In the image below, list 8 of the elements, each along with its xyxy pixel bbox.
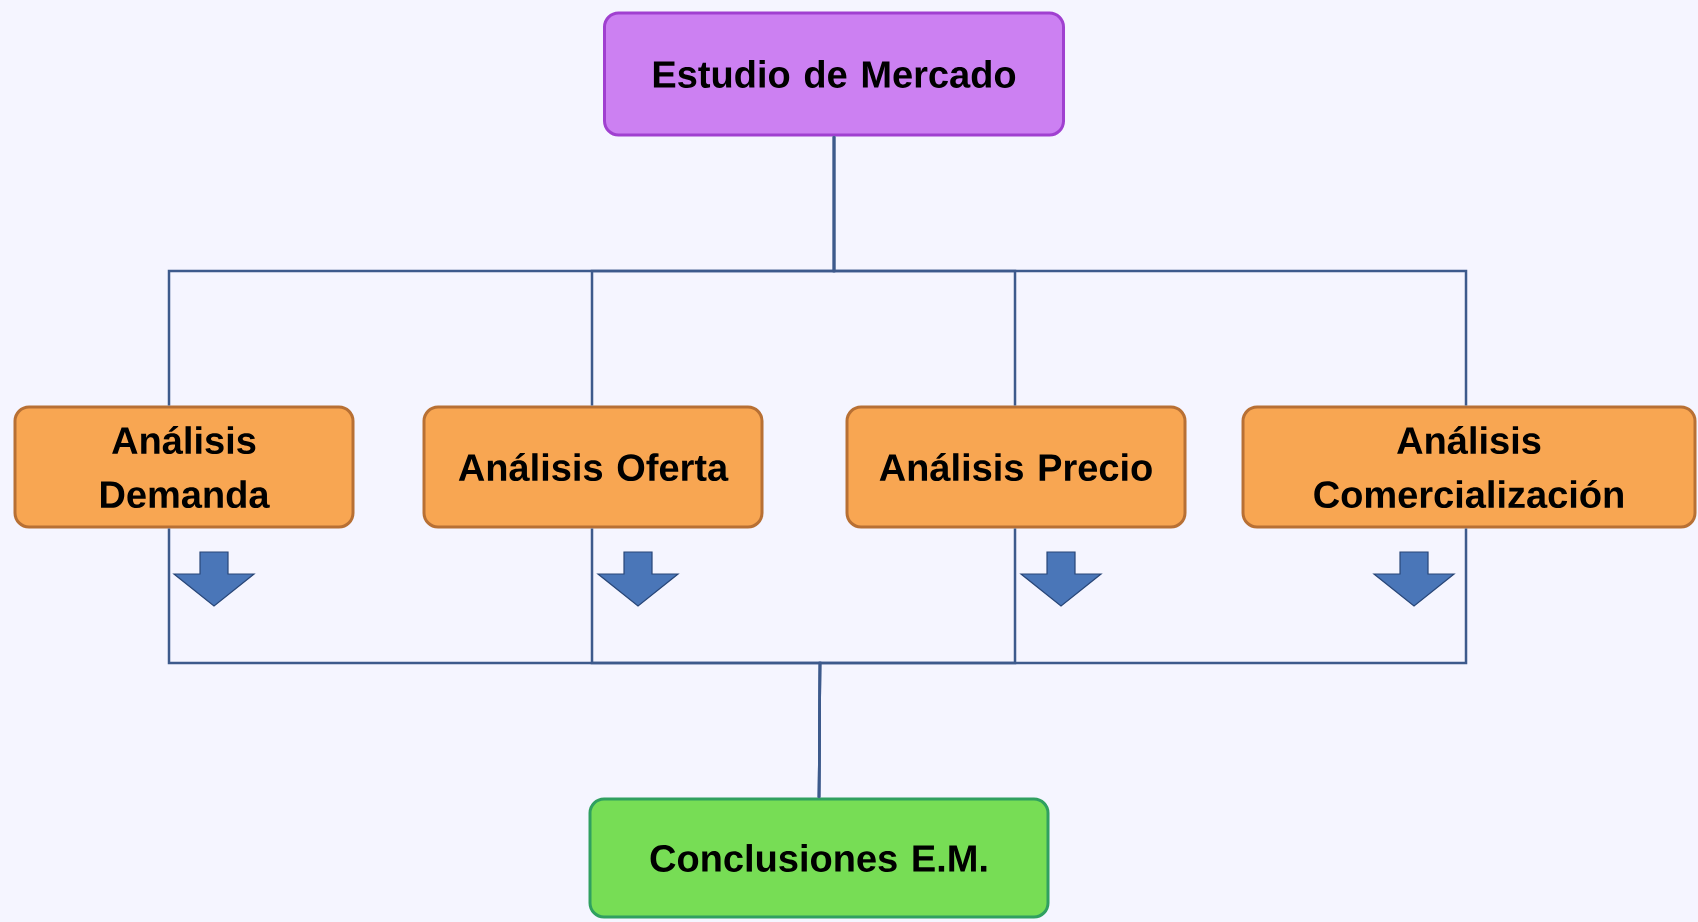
connector-line [832, 136, 1468, 406]
process-box: Análisis Demanda [13, 405, 355, 529]
process-box: Análisis Precio [845, 405, 1187, 529]
process-box: Estudio de Mercado [603, 11, 1065, 137]
process-box: Análisis Oferta [422, 405, 764, 529]
connector-line [817, 528, 1468, 798]
process-box: Conclusiones E.M. [588, 797, 1050, 919]
process-box: Análisis Comercialización [1241, 405, 1697, 529]
